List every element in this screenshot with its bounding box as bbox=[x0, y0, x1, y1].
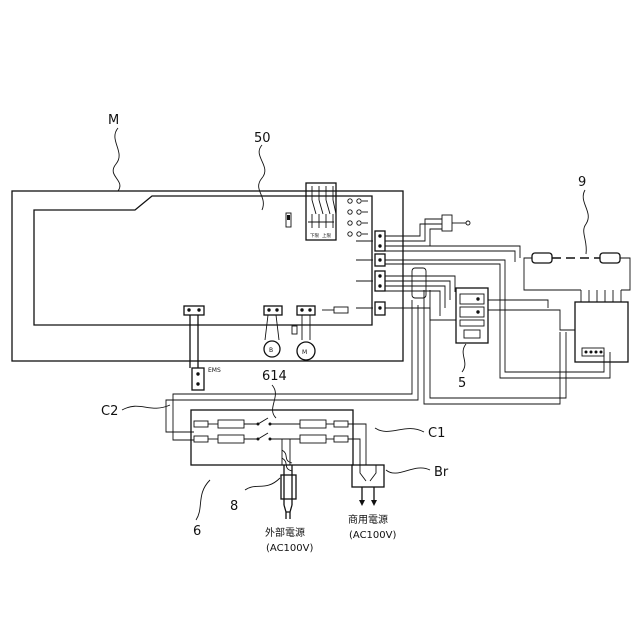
limit-switch-contacts bbox=[308, 186, 336, 228]
wiring-harness bbox=[166, 215, 610, 440]
indicator-leds bbox=[348, 199, 368, 236]
label-8: 8 bbox=[230, 499, 238, 514]
ems-label: EMS bbox=[208, 367, 221, 374]
leader-5 bbox=[462, 344, 466, 372]
ems-switch bbox=[190, 315, 204, 390]
commercial-power-ac-label: (AC100V) bbox=[349, 530, 396, 541]
main-enclosure bbox=[12, 191, 403, 361]
leader-c2 bbox=[122, 405, 170, 410]
leader-m bbox=[113, 128, 120, 191]
label-614: 614 bbox=[262, 369, 287, 384]
board-connectors bbox=[356, 231, 385, 315]
leader-614 bbox=[272, 385, 276, 418]
leader-9 bbox=[583, 190, 588, 254]
sensor-link bbox=[524, 253, 630, 290]
leader-6 bbox=[196, 480, 210, 520]
label-6: 6 bbox=[193, 524, 201, 539]
label-m: M bbox=[108, 113, 119, 128]
relay-5 bbox=[456, 288, 488, 343]
motor-m-label: M bbox=[302, 349, 307, 356]
switch-label-lower: 下限 bbox=[310, 232, 319, 239]
motor-b-label: B bbox=[269, 347, 273, 354]
external-power-label: 外部電源 bbox=[265, 526, 305, 539]
label-br: Br bbox=[434, 465, 449, 480]
leader-br bbox=[386, 468, 430, 473]
relay-box-9 bbox=[575, 290, 628, 362]
leader-50 bbox=[259, 145, 265, 210]
power-box-6 bbox=[191, 410, 366, 465]
leader-8 bbox=[245, 478, 280, 490]
external-power-cable bbox=[281, 450, 296, 519]
label-c2: C2 bbox=[101, 404, 118, 419]
label-c1: C1 bbox=[428, 426, 445, 441]
label-5: 5 bbox=[458, 376, 466, 391]
commercial-power-label: 商用電源 bbox=[348, 513, 388, 526]
bottom-connectors bbox=[184, 306, 348, 315]
switch-label-upper: 上限 bbox=[322, 232, 331, 239]
label-50: 50 bbox=[254, 131, 271, 146]
commercial-outlet bbox=[352, 465, 384, 506]
external-power-ac-label: (AC100V) bbox=[266, 543, 313, 554]
label-9: 9 bbox=[578, 175, 586, 190]
leader-c1 bbox=[375, 428, 424, 432]
board-component-inner bbox=[287, 215, 290, 220]
